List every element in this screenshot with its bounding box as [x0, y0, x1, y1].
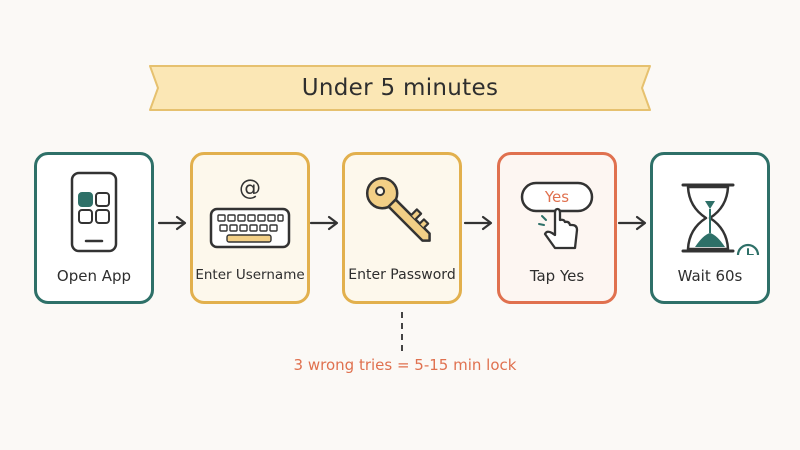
lockout-note: 3 wrong tries = 5-15 min lock [293, 356, 517, 374]
step-label: Open App [56, 267, 132, 285]
title-banner: Under 5 minutes [0, 0, 800, 130]
step-enter-password: Enter Password [342, 152, 462, 304]
step-label: Wait 60s [677, 267, 743, 285]
arrow-right-icon [157, 215, 187, 231]
arrow-right-icon [309, 215, 339, 231]
step-label: Tap Yes [529, 267, 585, 285]
step-label: Enter Username [195, 267, 305, 283]
arrow-right-icon [463, 215, 493, 231]
step-enter-username: @ Enter Username [190, 152, 310, 304]
note-connector [401, 312, 403, 352]
banner-title: Under 5 minutes [301, 75, 499, 101]
yes-button-text: Yes [544, 188, 570, 206]
arrow-right-icon [617, 215, 647, 231]
step-tap-yes: Yes Tap Yes [497, 152, 617, 304]
keyboard-at-icon: @ [209, 176, 291, 249]
ribbon-shape [149, 65, 651, 111]
key-icon [365, 176, 431, 242]
phone-app-grid-icon [70, 171, 118, 253]
step-wait-60s: Wait 60s [650, 152, 770, 304]
step-open-app: Open App [34, 152, 154, 304]
tap-yes-button-icon [520, 181, 594, 250]
hourglass-clock-icon [681, 183, 760, 255]
step-label: Enter Password [348, 267, 456, 283]
svg-text:@: @ [239, 176, 261, 201]
